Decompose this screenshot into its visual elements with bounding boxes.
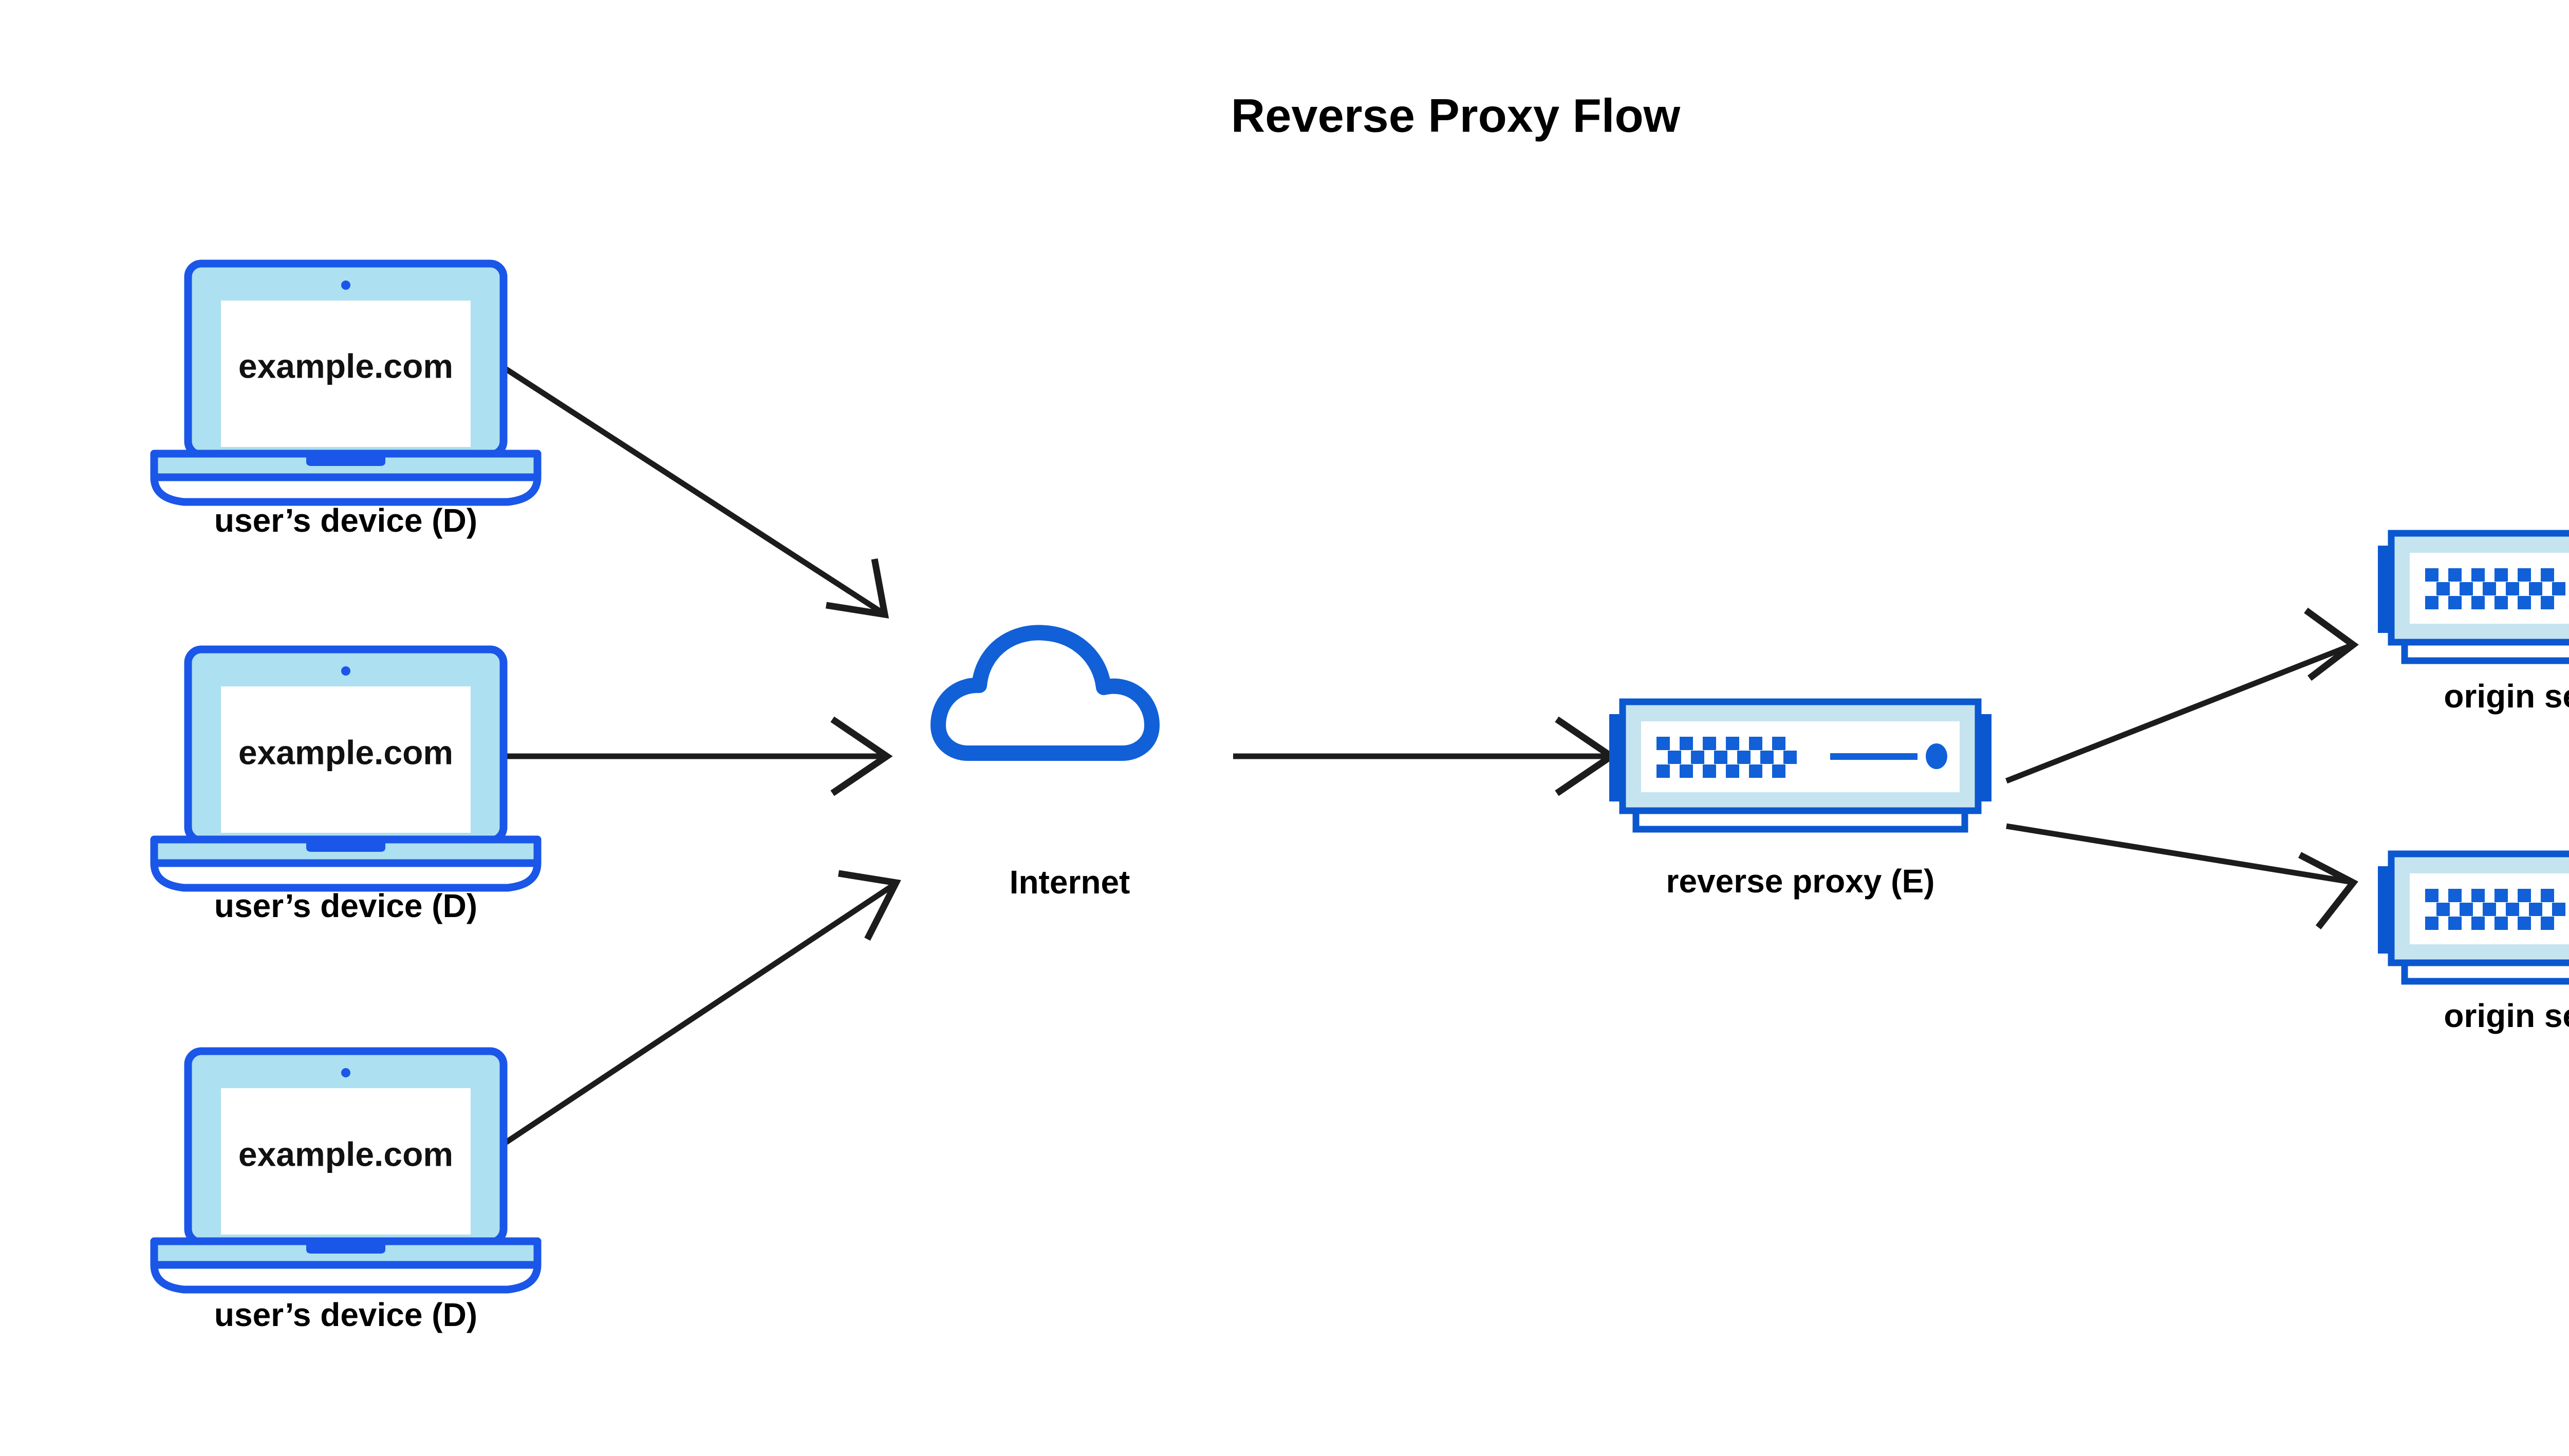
internet-label: Internet	[1010, 864, 1130, 901]
edge-reverse-proxy-to-origin-top	[2005, 607, 2359, 784]
origin-bottom-label: origin server (F)	[2444, 997, 2569, 1034]
device-bottom-screen-text: example.com	[238, 1135, 453, 1173]
server-icon	[1609, 702, 1991, 829]
edge-internet-to-reverse-proxy	[1233, 716, 1617, 796]
node-device-top[interactable]: example.com user’s device (D)	[154, 264, 537, 539]
server-icon	[2378, 533, 2569, 661]
edge-device-middle-to-internet	[501, 716, 893, 796]
page-title: Reverse Proxy Flow	[1231, 89, 1681, 142]
device-top-label: user’s device (D)	[214, 502, 477, 539]
origin-top-label: origin server (F)	[2444, 678, 2569, 715]
node-origin-bottom[interactable]: origin server (F)	[2378, 854, 2569, 1034]
reverse-proxy-label: reverse proxy (E)	[1666, 863, 1935, 900]
server-icon	[2378, 854, 2569, 981]
edge-device-top-to-internet	[499, 363, 889, 619]
device-top-screen-text: example.com	[238, 347, 453, 385]
cloud-icon	[938, 626, 1155, 753]
node-origin-top[interactable]: origin server (F)	[2378, 533, 2569, 715]
device-bottom-label: user’s device (D)	[214, 1296, 477, 1333]
node-device-bottom[interactable]: example.com user’s device (D)	[154, 1051, 537, 1333]
node-internet[interactable]: Internet	[938, 626, 1155, 901]
edge-device-bottom-to-internet	[499, 870, 901, 1148]
node-device-middle[interactable]: example.com user’s device (D)	[154, 649, 537, 924]
node-reverse-proxy[interactable]: reverse proxy (E)	[1609, 702, 1991, 900]
device-middle-label: user’s device (D)	[214, 887, 477, 924]
device-middle-screen-text: example.com	[238, 733, 453, 771]
edge-reverse-proxy-to-origin-bottom	[2006, 823, 2358, 930]
